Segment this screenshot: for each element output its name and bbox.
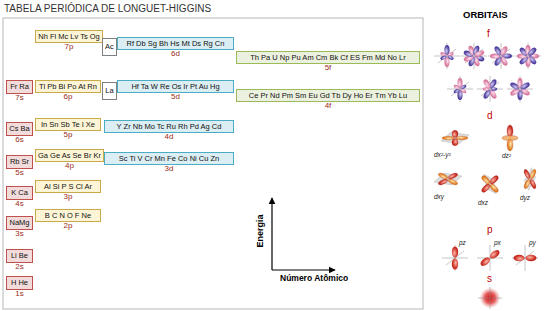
p-block-box: In Sn Sb Te I Xe5p — [35, 118, 101, 131]
p-block-box: Tl Pb Bi Po At Rn6p — [35, 80, 101, 93]
d-block-box: Sc Ti V Cr Mn Fe Co Ni Cu Zn3d — [104, 152, 234, 165]
s-block-box: Li Be2s — [6, 249, 33, 263]
element-symbols: Y Zr Nb Mo Tc Ru Rh Pd Ag Cd — [117, 123, 222, 131]
element-symbols: La — [105, 87, 113, 95]
element-symbols: Cs Ba — [9, 125, 29, 133]
f-orbital — [515, 43, 541, 69]
subshell-label: 5f — [325, 64, 332, 73]
element-symbols: Al Si P S Cl Ar — [44, 183, 92, 191]
table-frame — [3, 18, 423, 309]
orbital-label: dx²-y² — [434, 151, 451, 158]
f-orbital — [488, 43, 514, 69]
subshell-label: 1s — [15, 290, 23, 299]
subshell-label: 7p — [65, 43, 74, 52]
element-symbols: Li Be — [11, 252, 28, 260]
f-orbital — [447, 76, 473, 102]
section-title: ORBITAIS — [463, 10, 508, 20]
subshell-label: 3s — [15, 230, 23, 239]
series-start-box: La — [102, 82, 117, 100]
element-symbols: Nh Fl Mc Lv Ts Og — [38, 33, 100, 41]
orbital-label: px — [494, 239, 501, 246]
orbital-label: py — [529, 239, 536, 246]
element-symbols: B C N O F Ne — [45, 212, 91, 220]
f-orbital — [461, 43, 487, 69]
p-block-box: Nh Fl Mc Lv Ts Og7p — [35, 30, 103, 43]
s-block-box: K Ca4s — [6, 186, 33, 200]
f-block-box: Th Pa U Np Pu Am Cm Bk Cf ES Fm Md No Lr… — [236, 51, 420, 64]
axis-label: Energia — [256, 206, 266, 256]
element-symbols: Hf Ta W Re Os Ir Pt Au Hg — [131, 83, 219, 91]
diagram-title: TABELA PERIÓDICA DE LONGUET-HIGGINS — [4, 3, 211, 14]
subshell-label: 2s — [15, 263, 23, 272]
s-block-box: Fr Ra7s — [6, 80, 33, 94]
series-start-box: Ac — [102, 38, 117, 56]
orbital-type: s — [487, 273, 492, 284]
subshell-label: 3p — [64, 193, 73, 202]
element-symbols: Ce Pr Nd Pm Sm Eu Gd Tb Dy Ho Er Tm Yb L… — [249, 92, 407, 100]
element-symbols: Tl Pb Bi Po At Rn — [39, 83, 97, 91]
axis-label: Número Atômico — [280, 274, 348, 283]
subshell-label: 4d — [165, 133, 174, 142]
orbital-label: dyz — [520, 194, 530, 201]
element-symbols: Rb Sr — [10, 158, 29, 166]
d-block-box: Rf Db Sg Bh Hs Mt Ds Rg Cn6d — [117, 37, 234, 50]
subshell-label: 6d — [171, 50, 180, 59]
orbital-label: dxy — [434, 193, 444, 200]
element-symbols: In Sn Sb Te I Xe — [41, 121, 95, 129]
subshell-label: 6p — [64, 93, 73, 102]
orbital-label: dz² — [502, 152, 511, 159]
s-block-box: Rb Sr5s — [6, 155, 33, 169]
d-block-box: Y Zr Nb Mo Tc Ru Rh Pd Ag Cd4d — [104, 120, 234, 133]
p-orbital — [512, 245, 538, 271]
element-symbols: Ga Ge As Se Br Kr — [38, 152, 101, 160]
element-symbols: NaMg — [9, 219, 29, 227]
p-block-box: B C N O F Ne2p — [35, 209, 101, 222]
subshell-label: 5d — [171, 93, 180, 102]
element-symbols: K Ca — [11, 189, 28, 197]
d-block-box: Hf Ta W Re Os Ir Pt Au Hg5d — [117, 80, 234, 93]
element-symbols: Ac — [105, 43, 114, 51]
d-orbital — [502, 125, 518, 151]
s-block-box: NaMg3s — [6, 216, 33, 230]
orbital-label: pz — [459, 239, 466, 246]
s-block-box: H He1s — [6, 276, 33, 290]
d-orbital — [480, 172, 499, 196]
s-orbital — [478, 287, 502, 309]
element-symbols: Rf Db Sg Bh Hs Mt Ds Rg Cn — [127, 40, 225, 48]
subshell-label: 4f — [325, 102, 332, 111]
s-block-box: Cs Ba6s — [6, 122, 33, 136]
element-symbols: Sc Ti V Cr Mn Fe Co Ni Cu Zn — [119, 155, 219, 163]
element-symbols: H He — [11, 279, 28, 287]
p-orbital — [442, 245, 468, 271]
orbital-label: dxz — [478, 199, 488, 206]
p-block-box: Ga Ge As Se Br Kr4p — [35, 149, 104, 162]
subshell-label: 5p — [64, 131, 73, 140]
subshell-label: 4p — [65, 162, 74, 171]
orbital-type: f — [487, 28, 490, 39]
energy-axes — [272, 198, 335, 270]
subshell-label: 7s — [15, 94, 23, 103]
d-orbital — [441, 130, 469, 146]
p-orbital — [477, 245, 503, 271]
element-symbols: Fr Ra — [10, 83, 29, 91]
orbital-type: d — [487, 110, 493, 121]
subshell-label: 2p — [64, 222, 73, 231]
subshell-label: 4s — [15, 200, 23, 209]
d-orbital — [434, 172, 462, 186]
element-symbols: Th Pa U Np Pu Am Cm Bk Cf ES Fm Md No Lr — [250, 54, 405, 62]
f-block-box: Ce Pr Nd Pm Sm Eu Gd Tb Dy Ho Er Tm Yb L… — [236, 89, 420, 102]
f-orbital — [477, 76, 503, 102]
subshell-label: 6s — [15, 136, 23, 145]
p-block-box: Al Si P S Cl Ar3p — [35, 180, 101, 193]
d-orbital — [522, 167, 539, 191]
subshell-label: 3d — [165, 165, 174, 174]
f-orbital — [434, 43, 460, 69]
f-orbital — [507, 76, 533, 102]
orbital-type: p — [487, 224, 493, 235]
subshell-label: 5s — [15, 169, 23, 178]
